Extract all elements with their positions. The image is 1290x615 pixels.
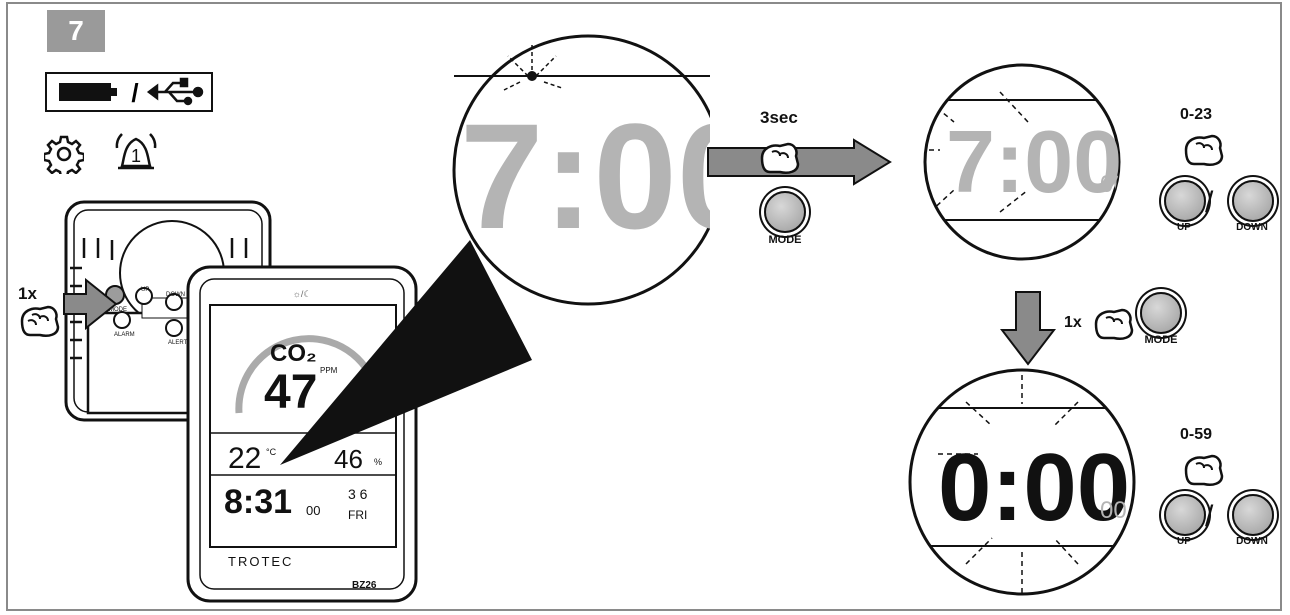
zoom-callout: 7:00 bbox=[280, 34, 710, 465]
finger-press-icon bbox=[20, 305, 60, 337]
minute-down-label: DOWN bbox=[1236, 536, 1268, 547]
battery-icon bbox=[59, 83, 117, 101]
clock-time: 8:31 bbox=[224, 483, 292, 521]
hour-range-label: 0-23 bbox=[1180, 106, 1213, 123]
finger-press-icon bbox=[760, 142, 800, 174]
temperature-value: 22 bbox=[228, 442, 261, 475]
finger-press-icon bbox=[1184, 454, 1224, 486]
minute-up-button[interactable] bbox=[1164, 494, 1206, 536]
next-press-count: 1x bbox=[1064, 314, 1082, 331]
temperature-unit: °C bbox=[266, 447, 277, 457]
hour-down-button[interactable] bbox=[1232, 180, 1274, 222]
power-source-panel: / bbox=[45, 72, 213, 112]
mode-button-label: MODE bbox=[768, 234, 802, 246]
back-press-count: 1x bbox=[18, 284, 37, 303]
alarm-number: 1 bbox=[131, 146, 141, 166]
clock-seconds: 00 bbox=[306, 503, 320, 518]
clock-weekday: FRI bbox=[348, 508, 367, 522]
hour-separator: / bbox=[1205, 186, 1214, 219]
brand-logo: TROTEC bbox=[228, 554, 293, 569]
hour-setting-digits: 7:00 bbox=[946, 112, 1122, 211]
gear-icon bbox=[44, 135, 84, 174]
step-number-badge: 7 bbox=[47, 10, 105, 52]
hour-up-button[interactable] bbox=[1164, 180, 1206, 222]
back-alarm-label: ALARM bbox=[114, 332, 135, 338]
sensor-icon: ☼/☾ bbox=[293, 289, 312, 299]
hour-setting-display: 7:00 00 bbox=[923, 63, 1127, 261]
press-arrow bbox=[63, 278, 118, 330]
diagram-frame bbox=[6, 2, 1282, 611]
finger-press-icon bbox=[1184, 134, 1224, 166]
humidity-value: 46 bbox=[334, 444, 363, 474]
model-label: BZ26 bbox=[352, 580, 377, 591]
humidity-unit: % bbox=[374, 457, 382, 467]
minute-setting-digits: 0:00 bbox=[938, 434, 1130, 541]
mode-button[interactable] bbox=[764, 191, 806, 233]
minute-setting-display: 0:00 00 bbox=[908, 368, 1136, 596]
next-mode-button[interactable] bbox=[1140, 292, 1182, 334]
alarm-bell-icon: 1 bbox=[115, 133, 157, 170]
hour-setting-seconds: 00 bbox=[1100, 171, 1127, 198]
co2-label: CO₂ bbox=[270, 340, 317, 367]
next-step-arrow bbox=[1000, 291, 1056, 366]
minute-up-label: UP bbox=[1177, 536, 1191, 547]
power-separator: / bbox=[131, 78, 138, 108]
back-mode-label: MODE bbox=[109, 307, 127, 313]
zoom-display-digits: 7:00 bbox=[460, 92, 710, 260]
minute-down-button[interactable] bbox=[1232, 494, 1274, 536]
hold-duration-label: 3sec bbox=[760, 108, 798, 127]
minute-setting-seconds: 00 bbox=[1100, 497, 1127, 524]
next-mode-label: MODE bbox=[1144, 334, 1178, 346]
co2-value: 47 bbox=[264, 366, 317, 419]
clock-date: 3 6 bbox=[348, 486, 368, 502]
minute-range-label: 0-59 bbox=[1180, 426, 1213, 443]
hour-down-label: DOWN bbox=[1236, 222, 1268, 233]
back-down-label: DOWN bbox=[166, 292, 185, 298]
usb-icon bbox=[146, 77, 204, 106]
back-alert-label: ALERT bbox=[168, 340, 188, 346]
hour-up-label: UP bbox=[1177, 222, 1191, 233]
back-up-label: UP bbox=[141, 287, 149, 293]
zoom-alarm-icon bbox=[503, 44, 563, 91]
hold-arrow bbox=[707, 138, 892, 186]
ppm-label: PPM bbox=[320, 366, 338, 375]
minute-separator: / bbox=[1205, 500, 1214, 533]
finger-press-icon bbox=[1094, 308, 1134, 340]
